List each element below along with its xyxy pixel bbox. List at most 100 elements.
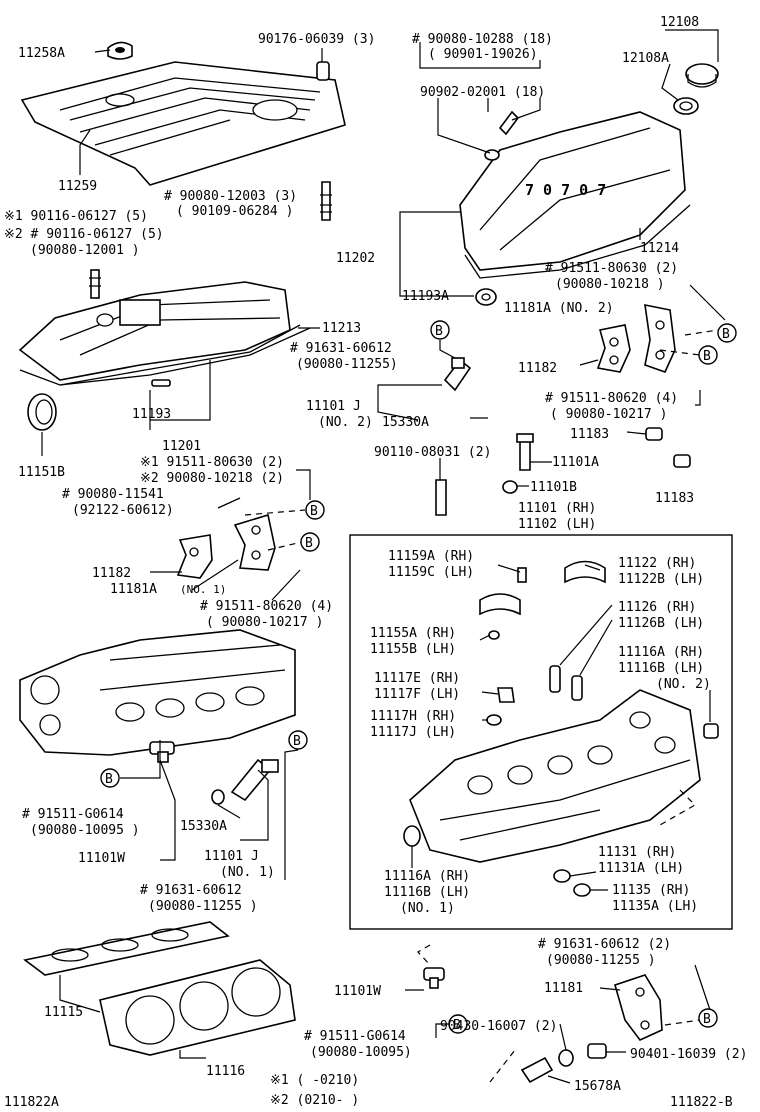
camshaft-sensor-11101W-left — [149, 741, 175, 763]
cylinder-head-right — [409, 689, 701, 863]
label-90401: 90401-16039 (2) — [630, 1047, 747, 1062]
engine-cover-11259 — [20, 61, 346, 186]
label-11116: 11116 — [206, 1064, 245, 1079]
svg-text:B: B — [703, 1012, 711, 1027]
plug-11183-b — [673, 454, 691, 468]
label-90116-2: ※2 # 90116-06127 (5) — [4, 227, 164, 242]
plug-11116A-no1 — [403, 825, 421, 847]
svg-text:B: B — [305, 536, 313, 551]
stud-90080-11541 — [217, 497, 241, 509]
label-91511-80630-l: ※1 91511-80630 (2) — [140, 455, 284, 470]
label-90430: 90430-16007 (2) — [440, 1019, 557, 1034]
bracket-11182-right — [596, 324, 631, 373]
label-90080-12001: (90080-12001 ) — [30, 243, 140, 258]
label-11181A-no2: 11181A (NO. 2) — [504, 301, 614, 316]
label-91631-60612-r: # 91631-60612 (2) — [538, 937, 671, 952]
bracket-11181A-no1 — [233, 513, 276, 571]
label-11201: 11201 — [162, 439, 201, 454]
label-11101-rh: 11101 (RH) — [518, 501, 596, 516]
bearing-cap-11122 — [564, 560, 606, 584]
label-90901: ( 90901-19026) — [428, 47, 538, 62]
label-11101J-no2: 11101 J — [306, 399, 361, 414]
label-90080-10217-l: ( 90080-10217 ) — [206, 615, 323, 630]
label-11182-l: 11182 — [92, 566, 131, 581]
seal-11131 — [553, 869, 571, 883]
part-labels: 11258A 90176-06039 (3) # 90080-10288 (18… — [4, 15, 747, 1110]
label-90902: 90902-02001 (18) — [420, 85, 545, 100]
label-11183-a: 11183 — [570, 427, 609, 442]
label-11202: 11202 — [336, 251, 375, 266]
head-gasket-11116 — [99, 959, 296, 1056]
label-11259: 11259 — [58, 179, 97, 194]
grommet-90080-10288 — [498, 110, 520, 136]
label-91631-60612-top: # 91631-60612 — [290, 341, 392, 356]
camshaft-sensor-11101J-no2 — [443, 357, 472, 392]
cylinder-head-cover-11201 — [18, 281, 301, 386]
svg-text:B: B — [453, 1018, 461, 1033]
bubble-b-4: B — [305, 500, 325, 520]
label-91511-G0614-l: # 91511-G0614 — [22, 807, 124, 822]
label-12108A: 12108A — [622, 51, 669, 66]
plug-11101B — [502, 480, 518, 494]
label-90080-11255-l: (90080-11255 ) — [148, 899, 258, 914]
bubble-b-9: B — [698, 1008, 718, 1028]
label-11135A: 11135A (LH) — [612, 899, 698, 914]
bubble-b-3: B — [698, 345, 718, 365]
label-15330A-bottom: 15330A — [180, 819, 227, 834]
bubble-b-2: B — [717, 323, 737, 343]
label-11126B: 11126B (LH) — [618, 616, 704, 631]
label-90080-11255-r: (90080-11255 ) — [546, 953, 656, 968]
oil-seal-11151B — [27, 393, 57, 431]
label-90080-10288: # 90080-10288 (18) — [412, 32, 553, 47]
grommet-11258A — [107, 41, 133, 60]
plug-11183-a — [645, 427, 663, 441]
bubble-b-6: B — [288, 730, 308, 750]
label-90080-11541: # 90080-11541 — [62, 487, 164, 502]
label-11101W-r: 11101W — [334, 984, 381, 999]
label-11101A: 11101A — [552, 455, 599, 470]
svg-text:B: B — [435, 324, 443, 339]
label-111822B: 111822-B — [670, 1095, 733, 1110]
label-no1-a: (NO. 1) — [180, 583, 226, 596]
bracket-11182-left — [176, 534, 213, 579]
label-11101J-no1: 11101 J — [204, 849, 259, 864]
bubble-b-8: B — [448, 1014, 468, 1034]
label-91511-80620-l: # 91511-80620 (4) — [200, 599, 333, 614]
label-11193: 11193 — [132, 407, 171, 422]
gasket-11213 — [59, 327, 311, 386]
union-15678A — [520, 1056, 554, 1084]
dashed-lines — [244, 329, 719, 1083]
label-90116-1: ※1 90116-06127 (5) — [4, 209, 148, 224]
guide-11126-b — [571, 675, 583, 701]
camshaft-sensor-11101J-no1 — [230, 758, 279, 802]
label-15330A-top: 15330A — [382, 415, 429, 430]
leader-lines — [41, 29, 726, 1084]
label-11181: 11181 — [544, 981, 583, 996]
label-11116B-top: 11116B (LH) — [618, 661, 704, 676]
label-11181A-no1: 11181A — [110, 582, 157, 597]
valve-11117E — [497, 687, 515, 703]
label-11115: 11115 — [44, 1005, 83, 1020]
label-91511-80630-r: # 91511-80630 (2) — [545, 261, 678, 276]
label-90109: ( 90109-06284 ) — [176, 204, 293, 219]
label-11131: 11131 (RH) — [598, 845, 676, 860]
guide-11126-a — [549, 665, 561, 693]
bolt-90110 — [435, 479, 447, 516]
svg-text:B: B — [310, 504, 318, 519]
label-11101B: 11101B — [530, 480, 577, 495]
label-11151B: 11151B — [18, 465, 65, 480]
label-11182-r: 11182 — [518, 361, 557, 376]
seal-11193 — [151, 379, 171, 387]
label-11135: 11135 (RH) — [612, 883, 690, 898]
gasket-11193A — [475, 288, 497, 306]
label-90110: 90110-08031 (2) — [374, 445, 491, 460]
plug-90430 — [558, 1049, 574, 1067]
seal-11135 — [573, 883, 591, 897]
label-11155B: 11155B (LH) — [370, 642, 456, 657]
label-91511-G0614-r: # 91511-G0614 — [304, 1029, 406, 1044]
bubble-b-5: B — [300, 532, 320, 552]
label-11155A: 11155A (RH) — [370, 626, 456, 641]
label-no2-b: (NO. 2) — [656, 677, 711, 692]
label-90080-10218-r: (90080-10218 ) — [555, 277, 665, 292]
